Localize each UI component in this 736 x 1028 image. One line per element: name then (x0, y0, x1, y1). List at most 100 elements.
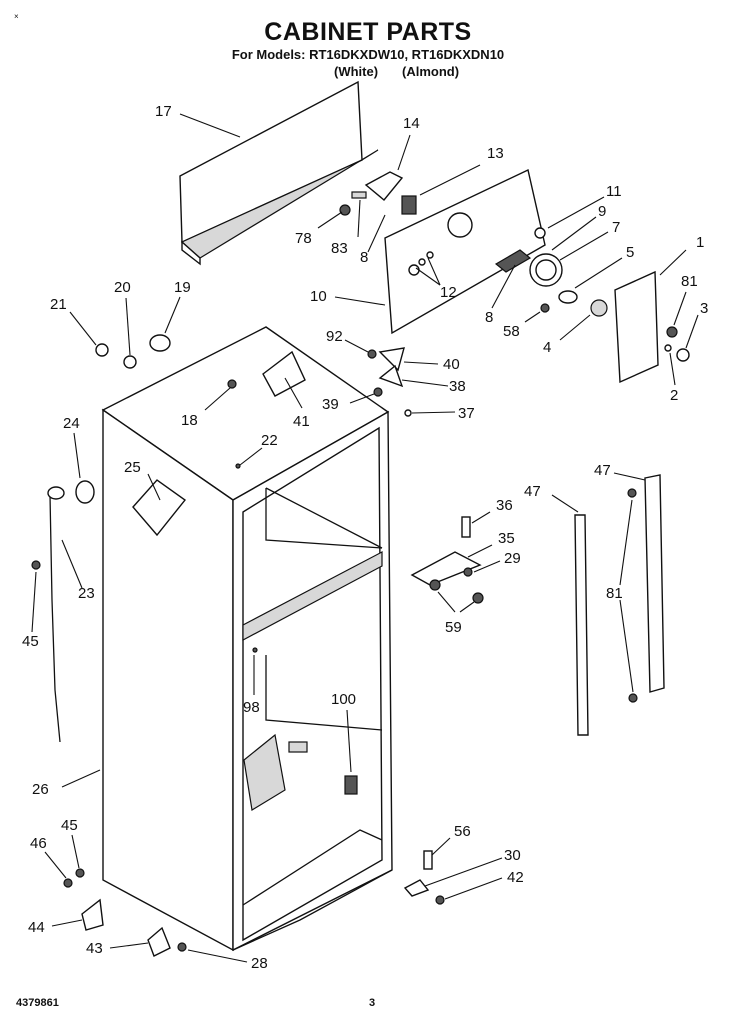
callout-13: 13 (487, 145, 504, 162)
part-25-bracket (132, 479, 187, 537)
leader-47a (551, 494, 579, 513)
callout-58: 58 (503, 323, 520, 340)
leader-35 (467, 544, 493, 558)
plate-hole-1 (408, 264, 420, 276)
leader-19 (164, 296, 181, 334)
part-46-screw (63, 878, 73, 888)
callout-8-upper: 8 (360, 249, 368, 266)
callout-5: 5 (626, 244, 634, 261)
leader-45a (31, 571, 37, 633)
leader-14 (397, 134, 411, 171)
leader-8a (367, 214, 386, 253)
leader-42 (444, 877, 503, 900)
cabinet-base-edge (232, 869, 393, 951)
callout-11: 11 (606, 183, 622, 200)
callout-24: 24 (63, 415, 80, 432)
cabinet-opening (242, 426, 383, 942)
leader-28 (187, 949, 248, 963)
part-83-clip (351, 191, 367, 199)
callout-20: 20 (114, 279, 131, 296)
color-white-label: (White) (334, 64, 379, 79)
leader-100 (346, 709, 352, 773)
callout-56: 56 (454, 823, 471, 840)
callout-45-lower: 45 (61, 817, 78, 834)
callout-30: 30 (504, 847, 521, 864)
plate-hole-large (447, 212, 473, 238)
callout-23: 23 (78, 585, 95, 602)
leader-36 (471, 511, 491, 524)
part-44-bracket (81, 898, 104, 931)
callout-2: 2 (670, 387, 678, 404)
callout-10: 10 (310, 288, 327, 305)
leader-21 (69, 311, 97, 346)
control-plate (384, 168, 546, 335)
part-4-fan (590, 299, 608, 317)
plate-hardware (339, 171, 608, 317)
part-11-ring (534, 227, 546, 239)
callout-42: 42 (507, 869, 524, 886)
drain-assembly (31, 480, 95, 743)
part-81-screw (666, 326, 678, 338)
callout-38: 38 (449, 378, 466, 395)
leader-30 (424, 857, 503, 887)
part-100-bracket (344, 775, 358, 795)
part-21-cap (95, 343, 109, 357)
leader-lines (31, 113, 699, 963)
part-45-screw-upper (31, 560, 41, 570)
leader-39 (349, 393, 375, 404)
part-59-screw-a (429, 579, 441, 591)
part-98-pin (252, 647, 258, 653)
part-3-grommet (676, 348, 690, 362)
part-20-nut (123, 355, 137, 369)
leader-13 (419, 164, 481, 196)
callout-83: 83 (331, 240, 348, 257)
callout-44: 44 (28, 919, 45, 936)
color-almond-label: (Almond) (402, 64, 460, 79)
part-1-cover (614, 270, 659, 384)
part-81-screw-bottom (628, 693, 638, 703)
part-78-screw (339, 204, 351, 216)
leader-10 (334, 296, 386, 306)
leader-81b-top (619, 499, 633, 586)
center-hinge-parts (410, 516, 484, 604)
callout-12: 12 (440, 284, 457, 301)
part-35-hinge (410, 551, 482, 586)
part-22-pin (235, 463, 241, 469)
part-58-screw (540, 303, 550, 313)
freezer-ceiling (265, 487, 383, 549)
part-14-bracket (364, 171, 404, 201)
callout-47-left: 47 (524, 483, 541, 500)
callout-37: 37 (458, 405, 475, 422)
callout-81-top: 81 (681, 273, 698, 290)
callout-39: 39 (322, 396, 339, 413)
page-number: 3 (369, 997, 376, 1009)
part-5-fan-blade (558, 290, 578, 304)
part-92-screw (367, 349, 377, 359)
callout-35: 35 (498, 530, 515, 547)
top-hinge-parts (367, 347, 412, 417)
leader-83 (357, 199, 361, 238)
leader-1 (659, 249, 687, 276)
callout-18: 18 (181, 412, 198, 429)
cabinet-body (101, 326, 393, 952)
leader-17 (179, 113, 241, 138)
leader-23 (61, 539, 83, 589)
part-13-connector (401, 195, 417, 215)
callout-26: 26 (32, 781, 49, 798)
cover-face (179, 80, 363, 244)
leader-37 (411, 411, 456, 414)
crisper-rail (288, 741, 308, 753)
part-23-drain-tube (49, 494, 61, 743)
document-number: 4379861 (16, 997, 59, 1009)
leader-11 (547, 196, 605, 229)
part-36-pin (461, 516, 471, 538)
callout-28: 28 (251, 955, 268, 972)
callout-46: 46 (30, 835, 47, 852)
part-41-cover (262, 350, 306, 397)
leader-78 (317, 211, 343, 229)
plate-hole-3 (426, 251, 434, 259)
leader-43 (109, 942, 149, 949)
part-7-motor (535, 259, 557, 281)
part-42-screw (435, 895, 445, 905)
